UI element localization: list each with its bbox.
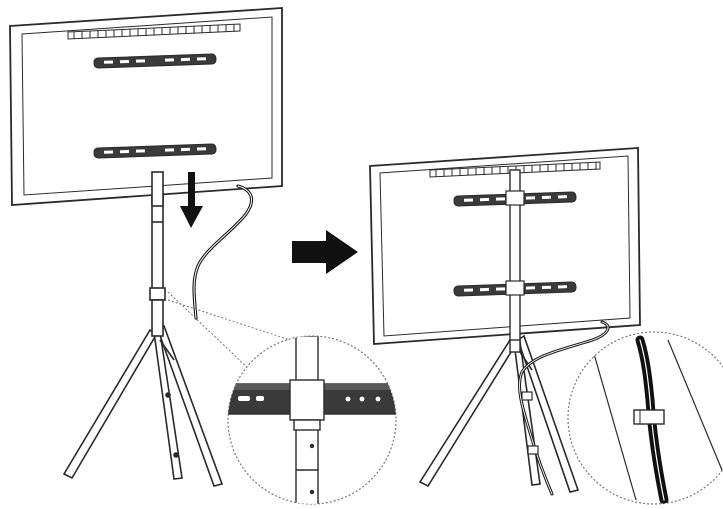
tv-frame (369, 147, 641, 345)
detail-magnifier-left (227, 335, 397, 505)
pole-top-left (151, 171, 164, 207)
tv-mounting-rail-bottom (453, 280, 577, 297)
tripod-leg-right (517, 334, 580, 493)
tv-panel (379, 155, 631, 337)
cable-clip (527, 445, 539, 455)
step-2-illustration (369, 147, 723, 505)
tripod-leg-left (418, 338, 518, 488)
cable-clip (521, 391, 533, 401)
tripod-leg-left (62, 328, 158, 480)
tv-back-right (369, 147, 641, 345)
down-arrow-icon (180, 172, 203, 228)
step-1-illustration (9, 7, 397, 505)
tv-mounting-rail-top (453, 190, 577, 207)
tv-frame (9, 7, 283, 206)
detail-callout-lines (167, 291, 297, 373)
tripod-stand-right (418, 334, 580, 493)
cable-clip-detail (633, 409, 665, 425)
right-arrow-icon (292, 230, 358, 274)
cable-left (192, 184, 254, 320)
stand-pole-left (149, 171, 166, 337)
tv-mounting-rail-bottom (93, 143, 217, 159)
tv-mounting-rail-top (93, 53, 217, 69)
tv-panel (21, 16, 273, 196)
detail-magnifier-right (567, 331, 723, 505)
tv-back-left (9, 7, 283, 206)
tripod-stand-left (62, 324, 224, 487)
